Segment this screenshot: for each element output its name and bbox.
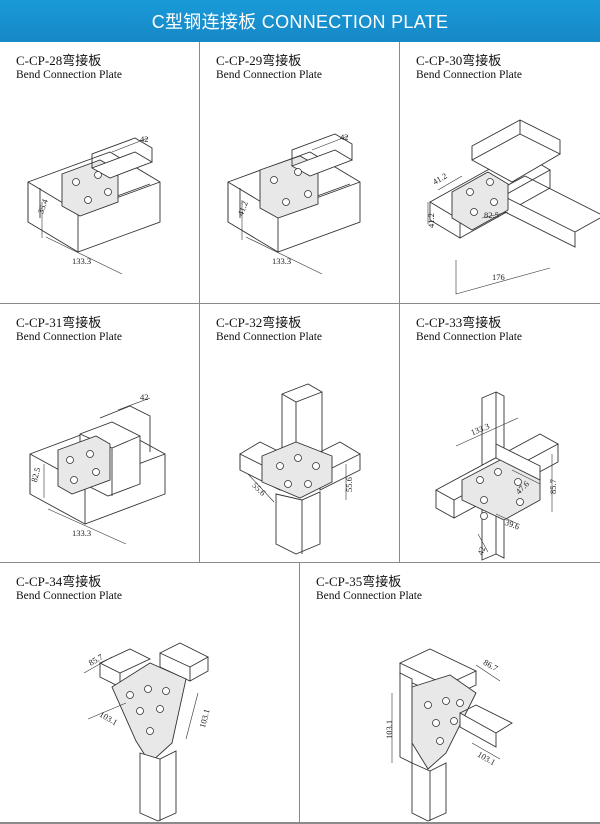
dimension-label: 82.5 [29, 466, 43, 483]
dimension-label: 82.5 [484, 210, 499, 220]
connection-plate-drawing: 42 35.4 133.3 [27, 134, 161, 275]
product-cell-c-cp-28: C-CP-28弯接板 Bend Connection Plate 42 35.4… [0, 42, 200, 304]
dimension-label: 41.2 [431, 171, 449, 187]
dimension-label: 55.6 [344, 477, 354, 492]
dimension-label: 42 [475, 545, 487, 556]
dimension-label: 85.7 [548, 479, 558, 494]
page-title: C型钢连接板 CONNECTION PLATE [151, 12, 449, 32]
dimension-label: 85.7 [87, 652, 105, 668]
product-subtitle: Bend Connection Plate [16, 590, 123, 602]
dimension-label: 42 [140, 134, 149, 144]
product-cell-c-cp-32: C-CP-32弯接板 Bend Connection Plate 55.6 55… [200, 304, 400, 563]
dimension-label: 176 [492, 272, 505, 282]
product-code: C-CP-32弯接板 [216, 315, 302, 330]
dimension-label: 103.1 [476, 749, 498, 767]
product-cell-c-cp-29: C-CP-29弯接板 Bend Connection Plate 42 41.2… [200, 42, 400, 304]
product-subtitle: Bend Connection Plate [216, 331, 323, 343]
product-code: C-CP-31弯接板 [16, 315, 102, 330]
product-cell-c-cp-35: C-CP-35弯接板 Bend Connection Plate 86.7 10… [300, 563, 600, 823]
connection-plate-drawing: 42 41.2 133.3 [227, 132, 361, 275]
product-code: C-CP-28弯接板 [16, 53, 102, 68]
connection-plate-drawing: 41.2 41.2 82.5 176 [426, 119, 600, 295]
dimension-label: 42 [140, 392, 149, 402]
dimension-label: 133.3 [72, 256, 91, 266]
product-cell-c-cp-30: C-CP-30弯接板 Bend Connection Plate 41.2 41… [400, 42, 600, 304]
product-cell-c-cp-34: C-CP-34弯接板 Bend Connection Plate 85.7 10… [0, 563, 300, 823]
product-subtitle: Bend Connection Plate [316, 590, 423, 602]
connection-plate-drawing: 55.6 55.6 [239, 383, 361, 555]
product-code: C-CP-33弯接板 [416, 315, 502, 330]
dimension-label: 133.3 [72, 528, 91, 538]
page-title-banner: C型钢连接板 CONNECTION PLATE [0, 0, 600, 42]
dimension-label: 103.1 [384, 720, 394, 739]
dimension-label: 133.3 [272, 256, 291, 266]
product-code: C-CP-30弯接板 [416, 53, 502, 68]
dimension-label: 41.2 [235, 200, 249, 217]
dimension-label: 103.1 [98, 709, 120, 727]
connection-plate-drawing: 42 82.5 133.3 [29, 392, 166, 545]
product-cell-c-cp-33: C-CP-33弯接板 Bend Connection Plate 133.3 8… [400, 304, 600, 563]
product-subtitle: Bend Connection Plate [16, 69, 123, 81]
product-code: C-CP-35弯接板 [316, 574, 402, 589]
product-subtitle: Bend Connection Plate [416, 69, 523, 81]
connection-plate-drawing: 86.7 103.1 103.1 [384, 648, 513, 822]
product-subtitle: Bend Connection Plate [416, 331, 523, 343]
product-grid: C-CP-28弯接板 Bend Connection Plate 42 35.4… [0, 42, 600, 824]
dimension-label: 41.2 [426, 213, 436, 228]
dimension-label: 39.6 [504, 517, 521, 531]
connection-plate-drawing: 85.7 103.1 103.1 [83, 642, 212, 822]
product-cell-c-cp-31: C-CP-31弯接板 Bend Connection Plate 42 82.5… [0, 304, 200, 563]
product-subtitle: Bend Connection Plate [16, 331, 123, 343]
product-subtitle: Bend Connection Plate [216, 69, 323, 81]
dimension-label: 103.1 [197, 708, 212, 729]
product-code: C-CP-29弯接板 [216, 53, 302, 68]
connection-plate-drawing: 133.3 85.7 47.6 39.6 42 [435, 391, 559, 561]
dimension-label: 42 [340, 132, 349, 142]
product-code: C-CP-34弯接板 [16, 574, 102, 589]
